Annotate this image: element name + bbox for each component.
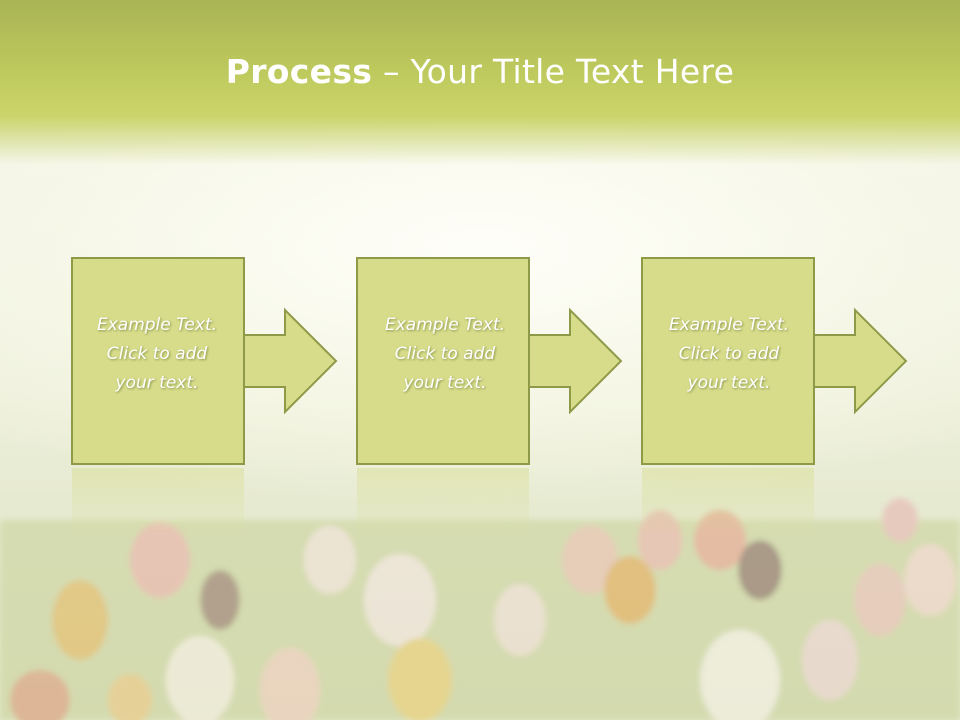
step-2-line-2: Click to add xyxy=(394,344,496,364)
step-3-arrow xyxy=(813,307,908,415)
title-band xyxy=(0,0,960,165)
process-step-2[interactable] xyxy=(356,257,623,465)
step-3-line-2: Click to add xyxy=(678,344,780,364)
process-step-1[interactable] xyxy=(71,257,338,465)
step-3-box xyxy=(641,257,815,465)
step-3-text[interactable]: Example Text. Click to add your text. xyxy=(644,311,814,398)
process-step-3[interactable] xyxy=(641,257,908,465)
step-2-arrow xyxy=(528,307,623,415)
slide-title[interactable]: Process – Your Title Text Here xyxy=(0,52,960,91)
step-3-line-1: Example Text. xyxy=(668,315,790,335)
title-bold: Process xyxy=(225,52,373,91)
step-2-text[interactable]: Example Text. Click to add your text. xyxy=(360,311,530,398)
step-2-line-1: Example Text. xyxy=(384,315,506,335)
step-1-line-1: Example Text. xyxy=(96,315,218,335)
step-2-line-3: your text. xyxy=(403,373,487,393)
step-1-box xyxy=(71,257,245,465)
step-3-line-3: your text. xyxy=(687,373,771,393)
step-2-box xyxy=(356,257,530,465)
step-1-arrow xyxy=(243,307,338,415)
step-1-line-2: Click to add xyxy=(106,344,208,364)
step-1-text[interactable]: Example Text. Click to add your text. xyxy=(72,311,242,398)
step-1-line-3: your text. xyxy=(115,373,199,393)
title-rest: – Your Title Text Here xyxy=(372,52,735,91)
